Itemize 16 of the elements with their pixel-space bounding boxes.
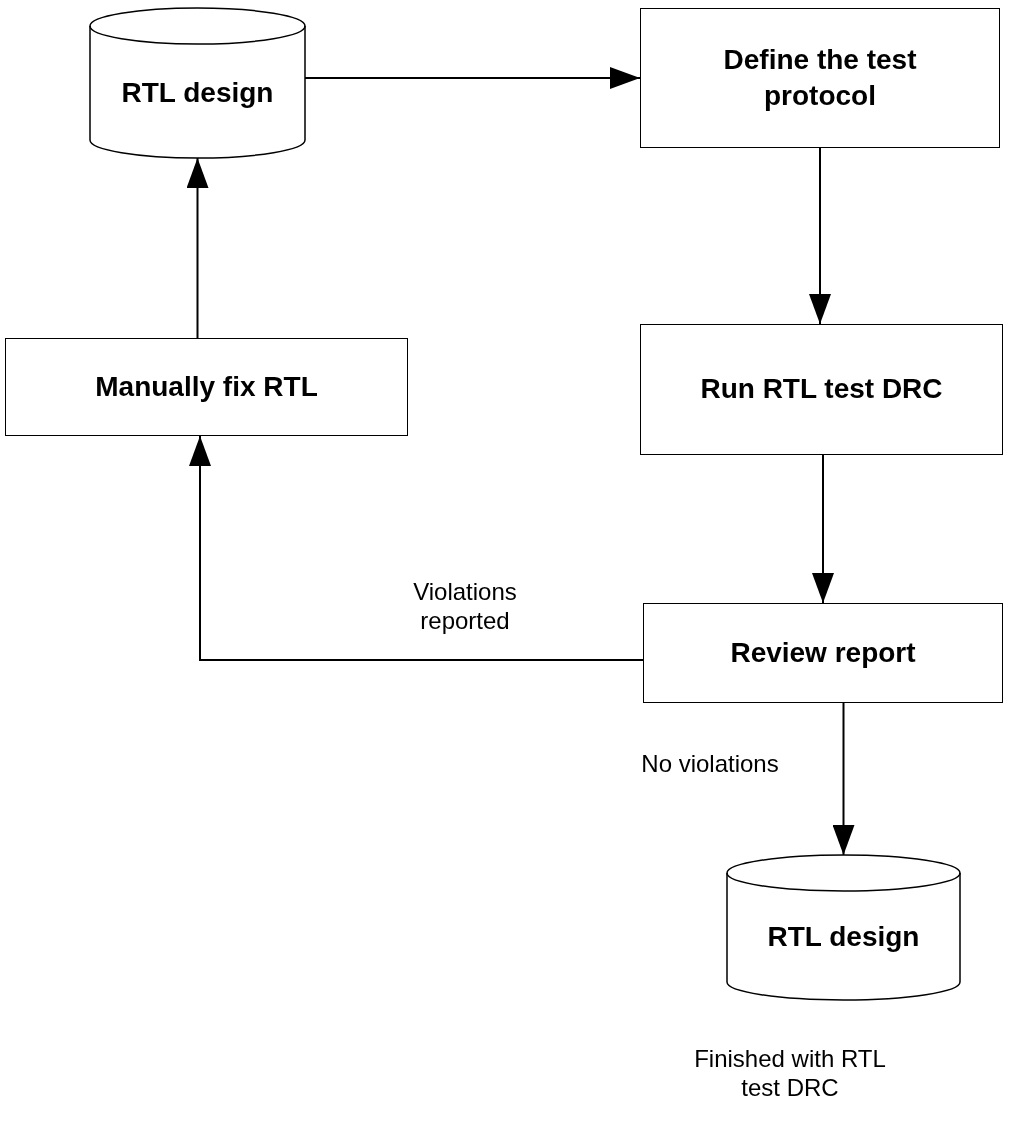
node-label: Define the test protocol (722, 42, 918, 113)
process-box (643, 603, 1003, 703)
arrow (186, 157, 209, 339)
node-label: RTL design (767, 920, 920, 955)
node-label: Manually fix RTL (95, 369, 318, 404)
arrow (189, 435, 644, 661)
node-label: RTL design (121, 75, 274, 110)
node-label: Review report (730, 635, 916, 670)
arrow (809, 147, 831, 325)
process-box (640, 324, 1003, 455)
process-box (5, 338, 408, 436)
arrow (832, 702, 855, 856)
process-box (640, 8, 1000, 148)
node-caption: Finished with RTL test DRC (693, 1045, 887, 1103)
arrow (812, 454, 834, 604)
node-label: Run RTL test DRC (700, 372, 943, 407)
